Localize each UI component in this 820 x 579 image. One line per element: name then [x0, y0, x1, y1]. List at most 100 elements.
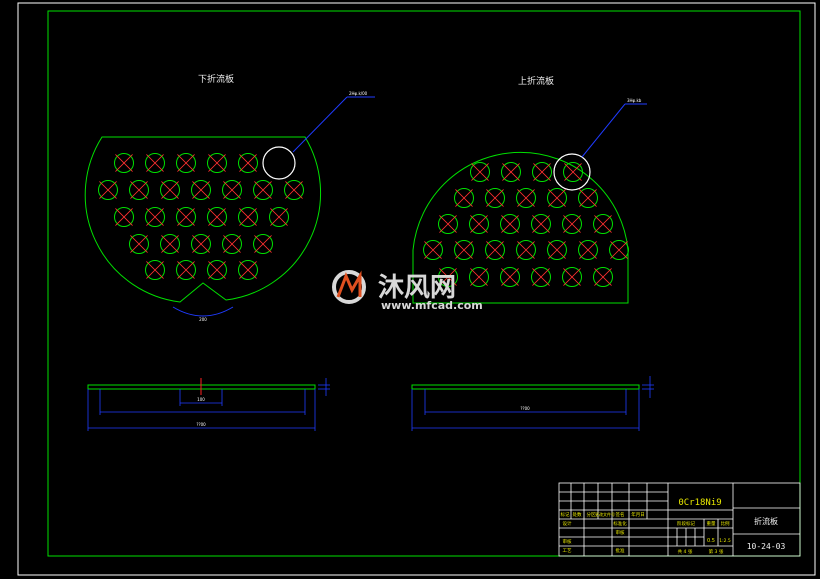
signature-label: 签名	[616, 511, 625, 518]
tube-hole	[593, 267, 613, 287]
upper-baffle-title: 上折流板	[518, 75, 554, 87]
hole-cross-mark	[563, 215, 581, 233]
tube-hole	[269, 207, 289, 227]
hole-cross-mark	[439, 215, 457, 233]
sheet-border	[17, 2, 816, 576]
hole-cross-mark	[192, 235, 210, 253]
hole-cross-mark	[533, 163, 551, 181]
tube-hole	[191, 180, 211, 200]
upper-leader-line	[581, 103, 626, 158]
tube-hole	[578, 188, 598, 208]
tube-hole	[500, 267, 520, 287]
tube-hole	[284, 180, 304, 200]
tube-hole	[547, 240, 567, 260]
review-label-2: 审核	[563, 538, 572, 545]
hole-cross-mark	[424, 241, 442, 259]
tube-hole	[207, 153, 227, 173]
tube-hole	[454, 188, 474, 208]
hole-cross-mark	[239, 154, 257, 172]
mark-label: 标记	[561, 511, 570, 518]
count-label: 处数	[573, 511, 582, 518]
hole-cross-mark	[239, 208, 257, 226]
lower-baffle-title: 下折流板	[198, 73, 234, 85]
hole-cross-mark	[439, 268, 457, 286]
tube-hole	[609, 240, 629, 260]
drawing-number-text: 10-24-03	[747, 542, 786, 551]
hole-cross-mark	[563, 268, 581, 286]
lower-leader-line	[292, 96, 348, 153]
tube-hole	[501, 162, 521, 182]
hole-cross-mark	[177, 208, 195, 226]
sheet-no-label: 第 3 张	[709, 548, 724, 555]
watermark-logo-icon	[332, 270, 366, 304]
craft-label: 工艺	[563, 548, 572, 554]
tube-hole	[129, 180, 149, 200]
standardize-label: 标准化	[613, 520, 627, 527]
hole-cross-mark	[254, 181, 272, 199]
hole-cross-mark	[594, 215, 612, 233]
tube-hole	[253, 180, 273, 200]
change-doc-label: 更改文件号	[595, 511, 615, 517]
watermark-brand: 沐风网	[378, 273, 456, 303]
hole-cross-mark	[579, 241, 597, 259]
tube-hole	[423, 240, 443, 260]
lower-bar-center-dim: 100	[197, 397, 205, 402]
tube-hole	[470, 162, 490, 182]
tube-hole	[438, 214, 458, 234]
tube-hole	[253, 234, 273, 254]
tube-hole	[578, 240, 598, 260]
hole-cross-mark	[177, 261, 195, 279]
upper-bar-width-dim: ??00	[520, 406, 530, 411]
hole-cross-mark	[501, 215, 519, 233]
weight-label: 重量	[707, 520, 716, 527]
tube-hole	[469, 267, 489, 287]
tube-hole	[160, 180, 180, 200]
hole-cross-mark	[471, 163, 489, 181]
lower-baffle-outline	[84, 136, 322, 303]
hole-cross-mark	[130, 181, 148, 199]
hole-cross-mark	[223, 181, 241, 199]
tube-hole	[176, 260, 196, 280]
hole-cross-mark	[532, 268, 550, 286]
tube-hole	[547, 188, 567, 208]
tube-hole	[485, 240, 505, 260]
tube-hole	[176, 153, 196, 173]
scale-label: 比例	[721, 520, 730, 527]
tube-hole	[531, 267, 551, 287]
tube-hole	[500, 214, 520, 234]
watermark: 沐风网 www.mfcad.com	[332, 270, 483, 312]
tube-hole	[176, 207, 196, 227]
hole-cross-mark	[192, 181, 210, 199]
lower-bar-width-dim: ??00	[196, 422, 206, 427]
hole-cross-mark	[208, 261, 226, 279]
tube-hole	[238, 207, 258, 227]
lower-baffle-holes	[98, 153, 304, 280]
watermark-m-icon	[336, 270, 362, 298]
tube-hole	[516, 240, 536, 260]
hole-cross-mark	[115, 208, 133, 226]
hole-cross-mark	[146, 208, 164, 226]
upper-baffle-outline	[412, 151, 629, 304]
tube-hole	[532, 162, 552, 182]
hole-cross-mark	[517, 241, 535, 259]
approve-label: 批准	[616, 547, 625, 554]
upper-leader-text: 3Hφ.kb	[627, 98, 642, 103]
tube-hole	[593, 214, 613, 234]
upper-side-view	[411, 376, 654, 431]
tube-hole	[562, 267, 582, 287]
hole-cross-mark	[161, 181, 179, 199]
hole-cross-mark	[532, 215, 550, 233]
review-label: 审核	[616, 529, 625, 536]
zone-label: 分区	[587, 511, 596, 518]
hole-cross-mark	[564, 163, 582, 181]
hole-cross-mark	[254, 235, 272, 253]
hole-cross-mark	[486, 241, 504, 259]
hole-cross-mark	[270, 208, 288, 226]
tube-hole	[129, 234, 149, 254]
hole-cross-mark	[548, 189, 566, 207]
design-label: 设计	[563, 520, 572, 527]
hole-cross-mark	[99, 181, 117, 199]
sheets-total-label: 共 4 张	[678, 548, 693, 555]
tube-hole	[98, 180, 118, 200]
tube-hole	[207, 260, 227, 280]
